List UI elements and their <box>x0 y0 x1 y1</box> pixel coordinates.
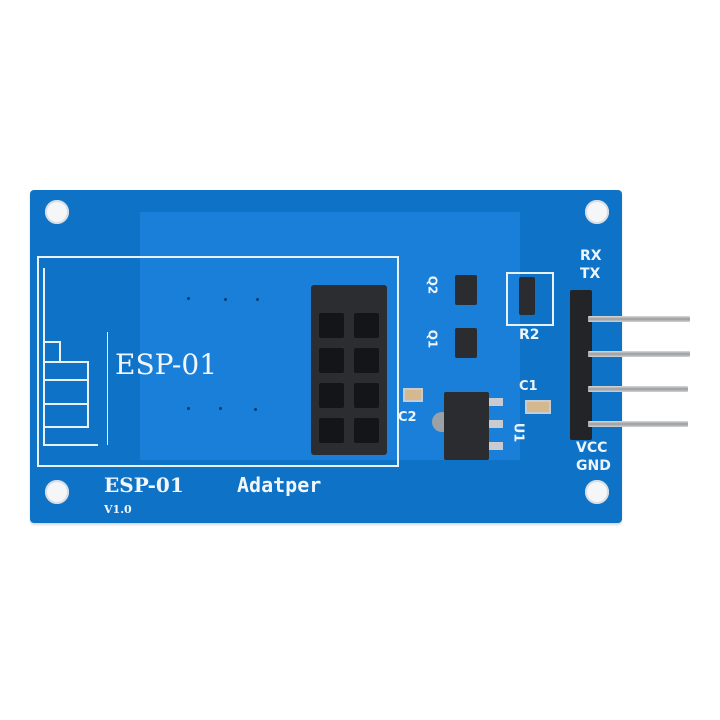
mounting-hole-bottom-right <box>585 480 609 504</box>
board-name: Adatper <box>237 473 322 497</box>
mounting-hole-top-right <box>585 200 609 224</box>
pin-header <box>570 290 592 440</box>
header-pin-3[interactable] <box>588 386 688 392</box>
capacitor-c2 <box>403 388 423 402</box>
esp01-socket[interactable] <box>311 285 387 455</box>
antenna-trace-icon <box>43 268 108 446</box>
header-pin-2[interactable] <box>588 351 690 357</box>
transistor-q2 <box>455 275 477 305</box>
resistor-array-r2 <box>519 277 535 315</box>
module-outline <box>37 256 399 467</box>
mounting-hole-top-left <box>45 200 69 224</box>
mounting-hole-bottom-left <box>45 480 69 504</box>
pin-label-tx: TX <box>580 266 601 282</box>
resistor-array-outline <box>506 272 554 326</box>
voltage-regulator-u1 <box>444 392 489 460</box>
pin-label-rx: RX <box>580 248 602 264</box>
pin-label-gnd: GND <box>576 458 611 474</box>
transistor-q1 <box>455 328 477 358</box>
version-label: V1.0 <box>104 503 132 516</box>
capacitor-c1 <box>525 400 551 414</box>
header-pin-4[interactable] <box>588 421 688 427</box>
board-subtitle: ESP-01 <box>104 473 184 497</box>
pin-label-vcc: VCC <box>576 440 608 456</box>
board-title: ESP-01 <box>115 348 218 381</box>
header-pin-1[interactable] <box>588 316 690 322</box>
